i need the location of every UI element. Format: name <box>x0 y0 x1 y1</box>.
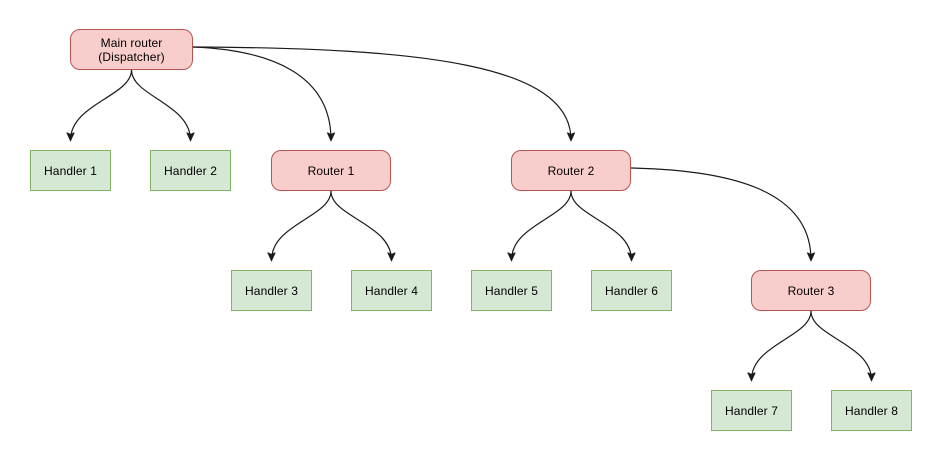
edge-router-3-to-handler-8 <box>810 310 872 380</box>
node-main-router[interactable]: Main router (Dispatcher) <box>70 29 193 70</box>
edge-main-to-router-1 <box>192 46 331 140</box>
node-label-handler-5: Handler 5 <box>485 283 538 298</box>
node-handler-5[interactable]: Handler 5 <box>471 270 552 311</box>
node-label-router-2: Router 2 <box>547 163 595 178</box>
node-handler-2[interactable]: Handler 2 <box>150 150 231 191</box>
node-label-router-1: Router 1 <box>307 163 355 178</box>
node-label-handler-8: Handler 8 <box>845 403 898 418</box>
edge-main-to-router-2 <box>192 46 571 140</box>
edges-group <box>71 46 872 380</box>
node-label-handler-1: Handler 1 <box>44 163 97 178</box>
node-router-3[interactable]: Router 3 <box>751 270 871 311</box>
node-label-router-3: Router 3 <box>787 283 835 298</box>
node-handler-4[interactable]: Handler 4 <box>351 270 432 311</box>
node-handler-7[interactable]: Handler 7 <box>711 390 792 431</box>
edge-router-2-to-handler-5 <box>512 190 572 260</box>
node-handler-3[interactable]: Handler 3 <box>231 270 312 311</box>
node-label-main-router: Main router (Dispatcher) <box>98 35 165 64</box>
edge-router-1-to-handler-4 <box>330 190 392 260</box>
edge-main-to-handler-2 <box>130 69 191 140</box>
edge-main-to-handler-1 <box>71 69 133 140</box>
node-router-2[interactable]: Router 2 <box>511 150 631 191</box>
node-label-handler-6: Handler 6 <box>605 283 658 298</box>
node-label-handler-4: Handler 4 <box>365 283 418 298</box>
node-handler-1[interactable]: Handler 1 <box>30 150 111 191</box>
node-router-1[interactable]: Router 1 <box>271 150 391 191</box>
node-label-handler-3: Handler 3 <box>245 283 298 298</box>
node-label-handler-7: Handler 7 <box>725 403 778 418</box>
edge-router-3-to-handler-7 <box>752 310 812 380</box>
node-label-handler-2: Handler 2 <box>164 163 217 178</box>
edge-router-2-to-handler-6 <box>570 190 632 260</box>
node-handler-6[interactable]: Handler 6 <box>591 270 672 311</box>
node-handler-8[interactable]: Handler 8 <box>831 390 912 431</box>
edge-router-2-to-router-3 <box>630 167 811 260</box>
edge-router-1-to-handler-3 <box>272 190 332 260</box>
